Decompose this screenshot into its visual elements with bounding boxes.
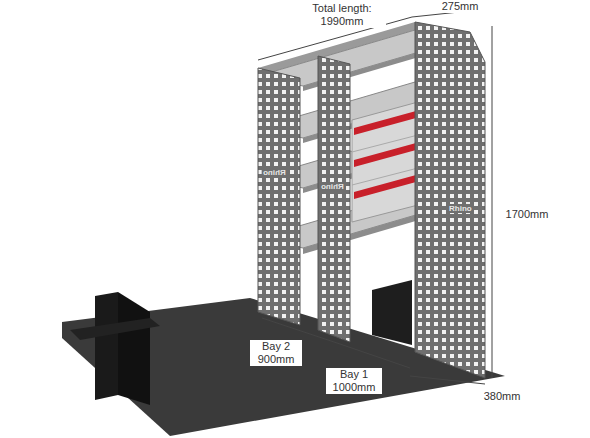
drawer-unit <box>352 102 418 222</box>
end-panel <box>415 22 485 378</box>
dimension-label: 1700mm <box>500 208 554 221</box>
bay-label: Bay 1 1000mm <box>326 368 382 394</box>
bulkhead <box>70 318 160 340</box>
bay-label: Bay 2 900mm <box>250 340 302 366</box>
dimension-label: Total length: 1990mm <box>298 2 386 28</box>
bulkhead <box>118 292 150 405</box>
end-panel <box>258 68 300 325</box>
dimension-label: 380mm <box>478 390 526 403</box>
brand-logo: Rhino <box>448 204 473 213</box>
base-block <box>372 280 412 345</box>
brand-logo: Rhino <box>320 182 345 191</box>
middle-upright <box>318 56 350 342</box>
brand-logo: Rhino <box>262 168 287 177</box>
bulkhead <box>95 292 118 400</box>
dimension-lines <box>258 10 492 384</box>
dimension-label: 275mm <box>436 0 484 13</box>
